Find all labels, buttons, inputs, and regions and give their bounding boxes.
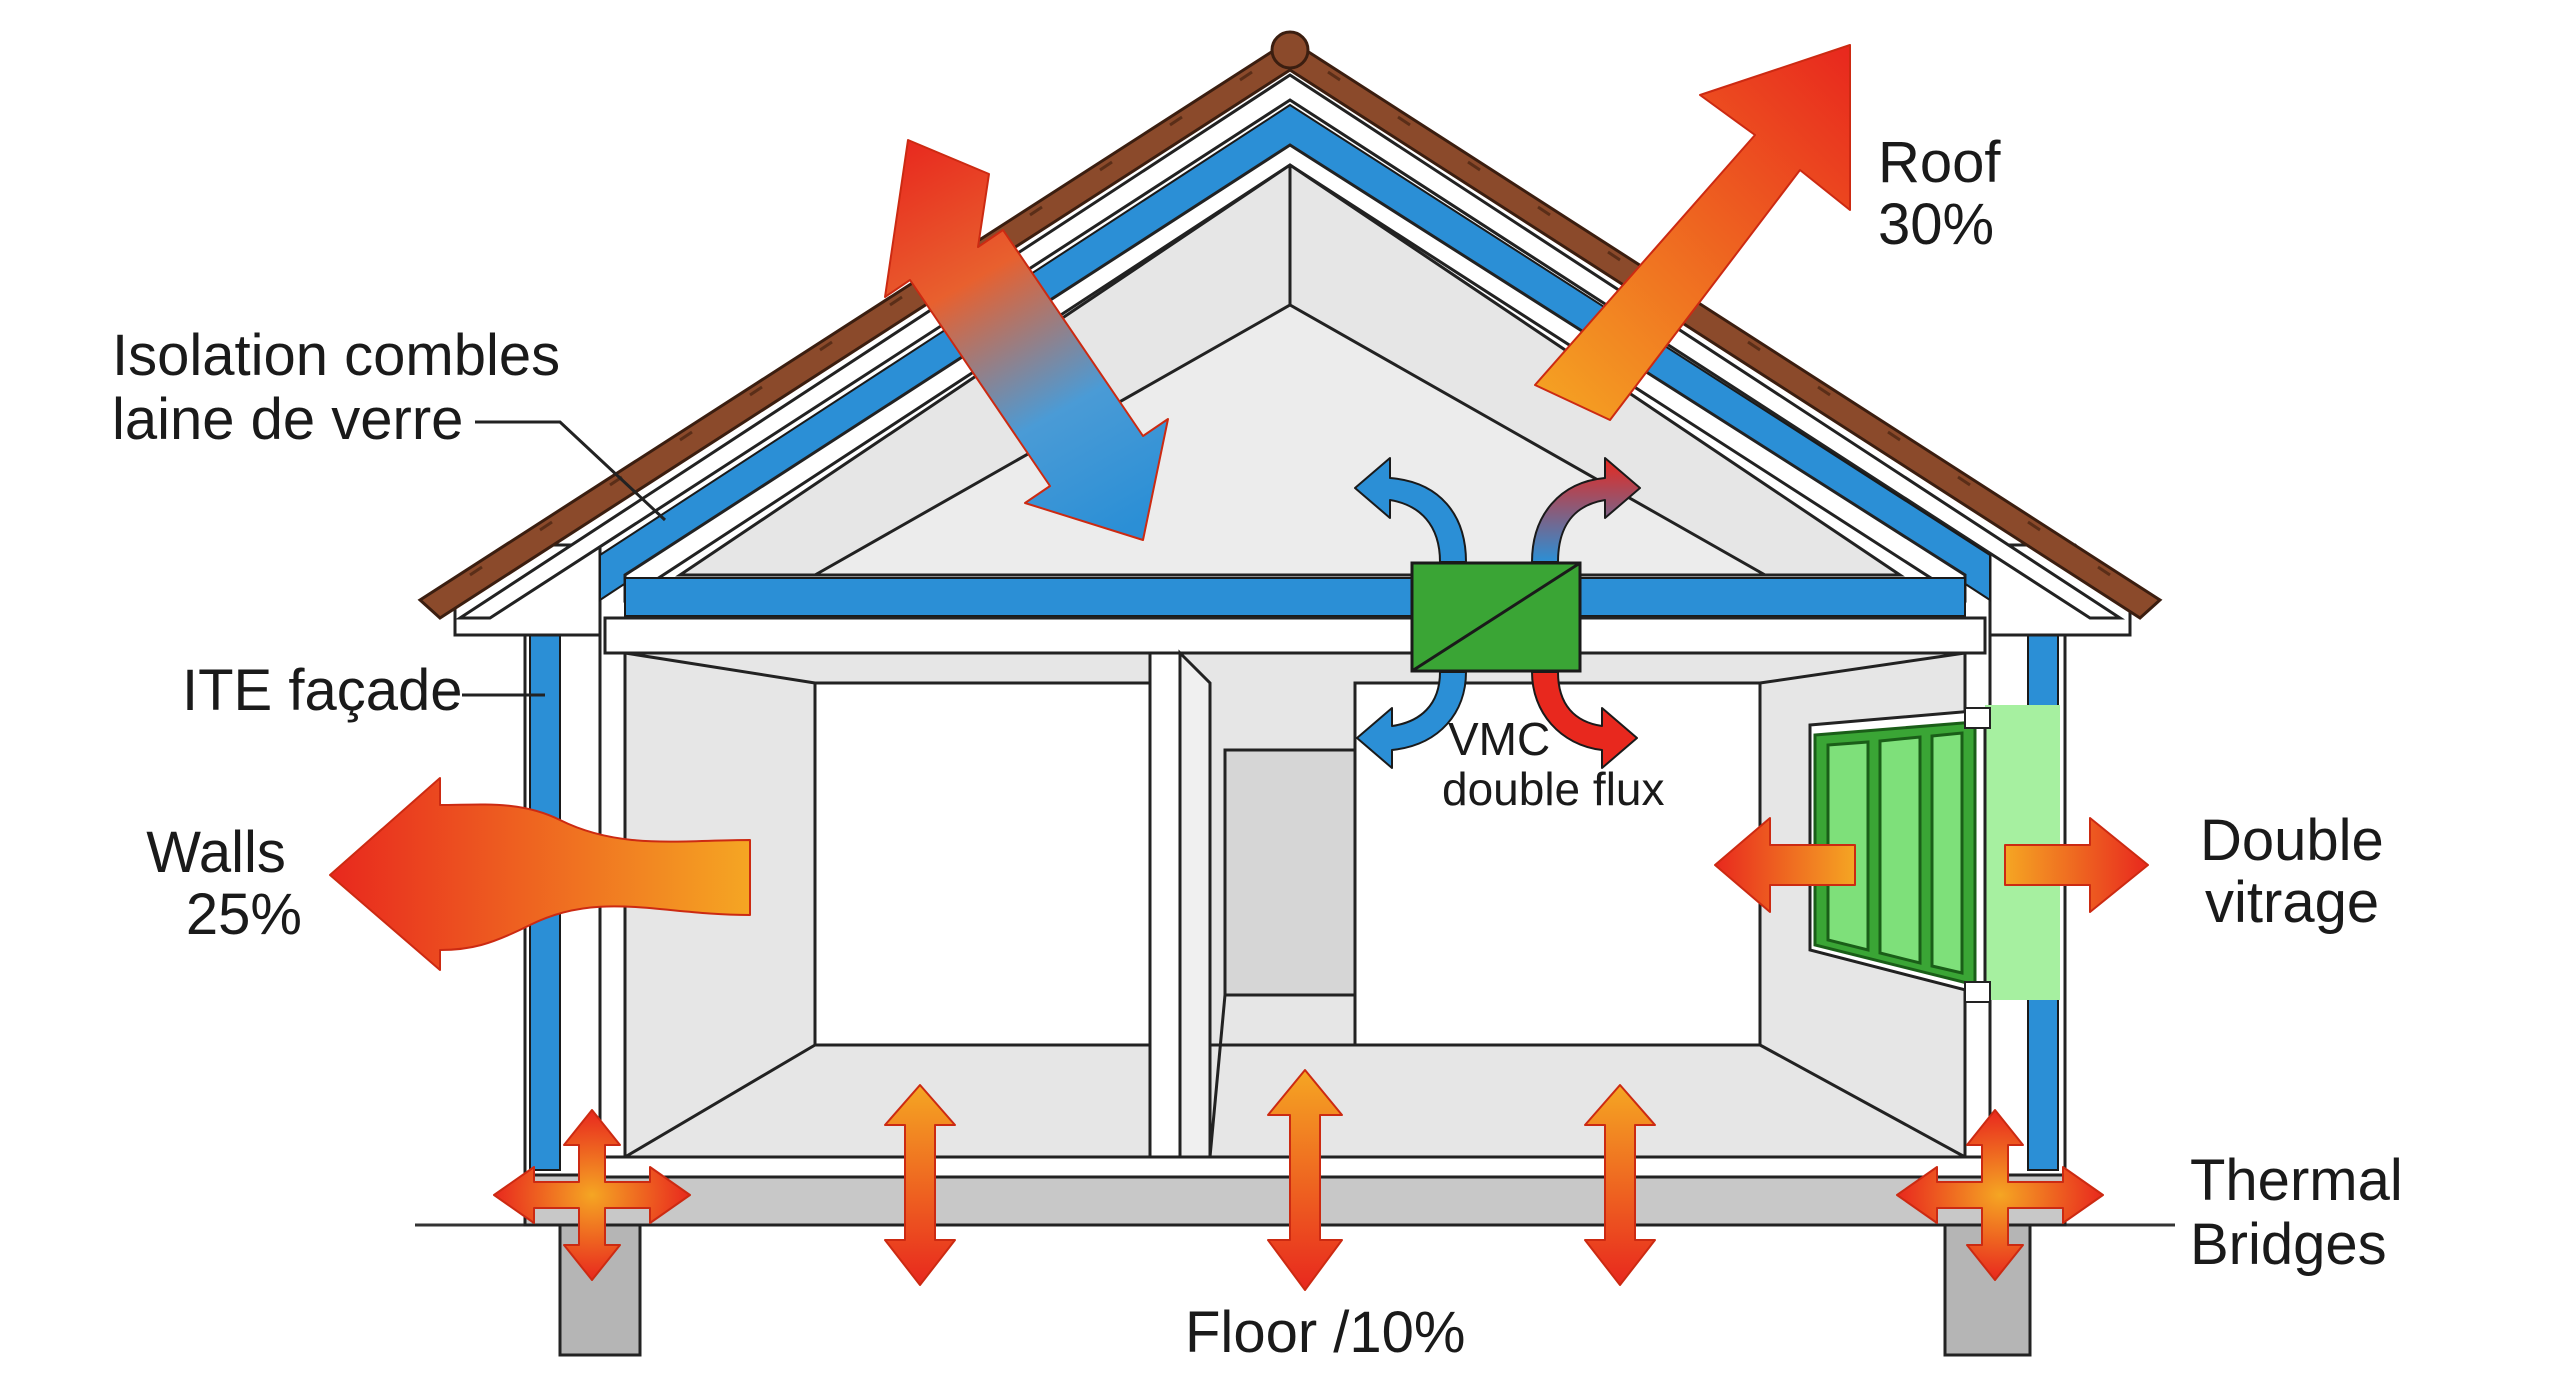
airflow-arrow-icon <box>1531 457 1641 563</box>
facade-insulation-label: ITE façade <box>182 658 462 723</box>
vmc-label-line1: VMC <box>1448 713 1550 765</box>
floor-label: Floor /10% <box>1185 1300 1465 1365</box>
roof-label-line2: 30% <box>1878 192 1994 257</box>
left-room-back-wall <box>813 681 1152 1047</box>
roof-structure <box>454 73 2126 620</box>
leader-lines <box>462 420 667 697</box>
window-pane-mid <box>1878 735 1922 965</box>
roof-label: Roof 30% <box>1878 130 2017 257</box>
vmc-label: VMC double flux <box>1442 713 1665 815</box>
ceiling-beam <box>603 616 1987 655</box>
bridges-label-line1: Thermal <box>2190 1148 2403 1213</box>
ridge-cap <box>1270 30 1310 70</box>
left-room-floor-edge <box>624 1043 816 1159</box>
vmc-label-line2: double flux <box>1442 763 1665 815</box>
attic-leader-line <box>475 420 667 522</box>
interior-doorway <box>1223 748 1357 997</box>
ceiling-insulation <box>624 577 1966 617</box>
thermal-bridge-cross-left <box>493 1109 691 1281</box>
window-heat-arrow-right <box>2004 817 2149 913</box>
window-sill-top <box>1964 707 1991 729</box>
roof-heat-arrow <box>1534 44 1851 421</box>
doorway-floor-edge <box>1208 994 1227 1158</box>
airflow-arrow-icon <box>1531 671 1638 769</box>
roof-label-line1: Roof <box>1878 130 2001 195</box>
attic-dual-arrow <box>884 139 1169 541</box>
partition-return <box>1178 649 1212 1159</box>
glazing-label-line1: Double <box>2200 808 2384 873</box>
thermal-bridge-cross-right <box>1896 1109 2104 1281</box>
vmc-unit-diagonal <box>1411 561 1581 673</box>
bridges-label-line2: Bridges <box>2190 1212 2387 1277</box>
heat-exchanger-icon <box>1410 561 1582 673</box>
right-room-ceiling-edge <box>1759 651 1966 685</box>
double-glazing-label: Double vitrage <box>2200 808 2400 935</box>
walls-label-line1: Walls <box>146 820 286 885</box>
walls-heat-arrow <box>329 777 751 971</box>
airflow-arrow-icon <box>1354 457 1467 563</box>
floor-heat-arrow-2 <box>1267 1069 1343 1291</box>
walls-label: Walls 25% <box>146 820 302 947</box>
heat-arrows <box>329 44 2149 1291</box>
vmc-airflow-arrows <box>1354 457 1641 769</box>
walls-label-line2: 25% <box>186 882 302 947</box>
window-pane-right <box>1930 731 1964 975</box>
labels: Roof 30% Isolation combles laine de verr… <box>112 130 2419 1365</box>
floor-heat-arrow-3 <box>1584 1084 1656 1286</box>
window-sill-bottom <box>1964 981 1991 1003</box>
partition-wall <box>1148 651 1182 1159</box>
window-heat-arrow-left <box>1714 817 1856 913</box>
floor-heat-arrow-1 <box>884 1084 956 1286</box>
thermal-bridges-label: Thermal Bridges <box>2190 1148 2419 1277</box>
glazing-label-line2: vitrage <box>2205 870 2379 935</box>
attic-label-line1: Isolation combles <box>112 323 560 388</box>
right-room-corner-edge <box>1759 1043 1966 1159</box>
attic-insulation-label: Isolation combles laine de verre <box>112 323 576 452</box>
airflow-arrow-icon <box>1356 671 1467 769</box>
double-glazing-window <box>1808 705 2060 1003</box>
roof-insulation <box>599 103 1991 602</box>
attic-label-line2: laine de verre <box>112 387 463 452</box>
left-room-ceiling-edge <box>624 651 816 685</box>
